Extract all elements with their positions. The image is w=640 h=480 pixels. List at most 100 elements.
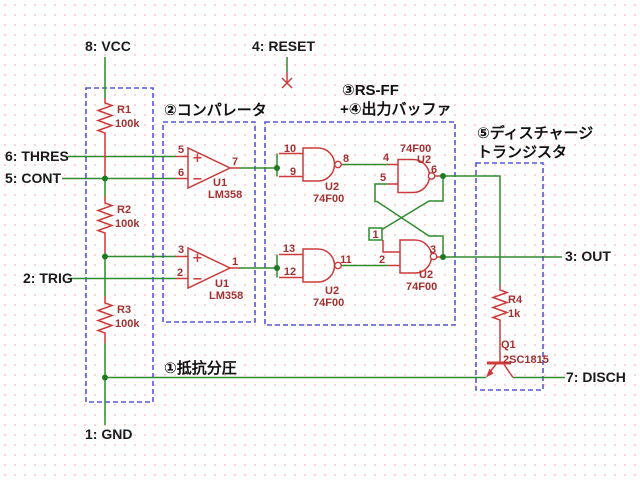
nand-pins [279,152,303,178]
u2d-pin-in1: 1 [372,229,378,241]
nand-body [302,248,336,283]
junction-dot [102,253,108,260]
section-label-divider: ①抵抗分圧 [164,359,237,377]
u2a-part-label: 74F00 [313,193,344,205]
group-box-rsff [264,121,456,326]
wire-q-to-r4 [443,175,501,285]
group-boxes [85,87,544,403]
r2-ref-label: R2 [117,204,131,216]
u2d-ref-label: U2 [419,269,433,281]
junction-dot [440,173,446,179]
section-labels: ②コンパレータ ③RS-FF +④出力バッファ ⑤ディスチャージ トランジスタ … [164,82,593,377]
u2d-pin-out: 3 [430,244,436,256]
inverter-bubble [427,172,436,180]
resistor-r2 [95,196,115,257]
resistor-divider: R1 100k R2 100k R3 100k [95,98,140,343]
group-box-divider [85,87,154,403]
minus-sign: − [192,172,203,187]
u1a-part-label: LM358 [208,189,242,201]
nand-body [302,147,336,182]
r4-ref-label: R4 [508,294,523,306]
u1a-pin-out: 7 [232,156,238,168]
wire-pin1-loop [368,227,383,241]
u2a-pin-out: 8 [343,153,349,165]
resistor-r1 [95,98,115,179]
u2d-pin-in2: 2 [379,254,385,266]
junction-dot [440,254,446,260]
u2c-part-label: 74F00 [313,297,344,309]
u2a-pin-in1: 10 [284,143,296,155]
opamp-triangle [187,246,232,290]
section-label-comparator: ②コンパレータ [164,102,267,119]
u2b-pin-out: 6 [431,164,437,176]
group-box-discharge [475,162,544,391]
u2b-ref-label: U2 [417,154,431,166]
no-connect-icon [281,77,293,89]
discharge-circuit: R4 1k Q1 2SC1815 [486,285,549,378]
u2a-pin-in2: 9 [290,166,296,178]
u2b-pin-in1: 4 [383,152,390,164]
transistor-emitter-arrow [486,368,494,378]
junction-dot [102,374,108,381]
u1b-pin-minus: 2 [177,267,183,279]
r1-value-label: 100k [115,118,140,130]
comparator-u1a: + − 5 6 7 U1 LM358 [176,144,242,201]
u1b-ref-label: U1 [215,278,229,290]
u2a-ref-label: U2 [325,181,339,193]
plus-sign: + [192,151,203,166]
opamp-triangle [187,146,232,190]
r2-value-label: 100k [115,218,140,230]
junction-dot [102,175,108,182]
u2b-part-label: 74F00 [400,143,431,155]
section-label-discharge-2: トランジスタ [477,144,567,161]
junction-dot [274,165,280,171]
u2c-pin-in2: 12 [284,266,296,278]
u1a-pin-plus: 5 [178,144,184,156]
net-label-gnd: 1: GND [85,426,132,442]
nand-pins [388,163,398,185]
q1-ref-label: Q1 [501,339,516,351]
net-label-reset: 4: RESET [252,38,315,54]
reset-no-connect [281,72,293,89]
resistor-r4 [490,285,510,362]
wire-cross-6-to-1 [381,176,444,231]
comparator-u1b: + − 3 2 1 U1 LM358 [176,244,243,302]
wire-cross-3-to-5 [374,183,444,257]
u2c-pin-out: 11 [340,254,352,266]
net-labels: 8: VCC 4: RESET 6: THRES 5: CONT 2: TRIG… [5,38,626,442]
inverter-bubble [334,160,342,169]
nand-gate-u2a: 10 9 8 U2 74F00 [279,143,349,205]
nand-gate-u2b: 4 5 6 74F00 U2 [380,143,443,194]
plus-sign: + [192,251,203,266]
net-label-disch: 7: DISCH [566,369,626,385]
nand-gate-u2c: 13 12 11 U2 74F00 [279,243,352,309]
transistor-collector [503,364,514,378]
junction-dots [102,165,446,381]
r4-value-label: 1k [508,308,521,320]
r1-ref-label: R1 [117,104,131,116]
section-label-rsff-1: ③RS-FF [342,82,399,99]
u1b-pin-plus: 3 [178,244,184,256]
u2c-ref-label: U2 [325,285,339,297]
q1-part-label: 2SC1815 [503,354,549,366]
nand-gate-u2d: 1 2 3 U2 74F00 [372,229,443,293]
u1b-pin-out: 1 [232,256,238,268]
nand-pins [382,240,400,267]
net-label-vcc: 8: VCC [85,38,131,54]
net-label-cont: 5: CONT [5,170,61,186]
nand-pins [279,253,303,279]
net-label-thres: 6: THRES [5,148,69,164]
section-label-discharge-1: ⑤ディスチャージ [477,124,593,142]
u2c-pin-in1: 13 [283,243,295,255]
junction-dot [274,265,280,271]
minus-sign: − [192,272,203,287]
u2b-pin-in2: 5 [380,172,386,184]
r3-ref-label: R3 [117,304,131,316]
group-box-comparator [162,121,256,323]
net-label-out: 3: OUT [565,248,611,264]
r3-value-label: 100k [115,318,140,330]
u1b-part-label: LM358 [209,290,243,302]
net-label-trig: 2: TRIG [23,270,73,286]
